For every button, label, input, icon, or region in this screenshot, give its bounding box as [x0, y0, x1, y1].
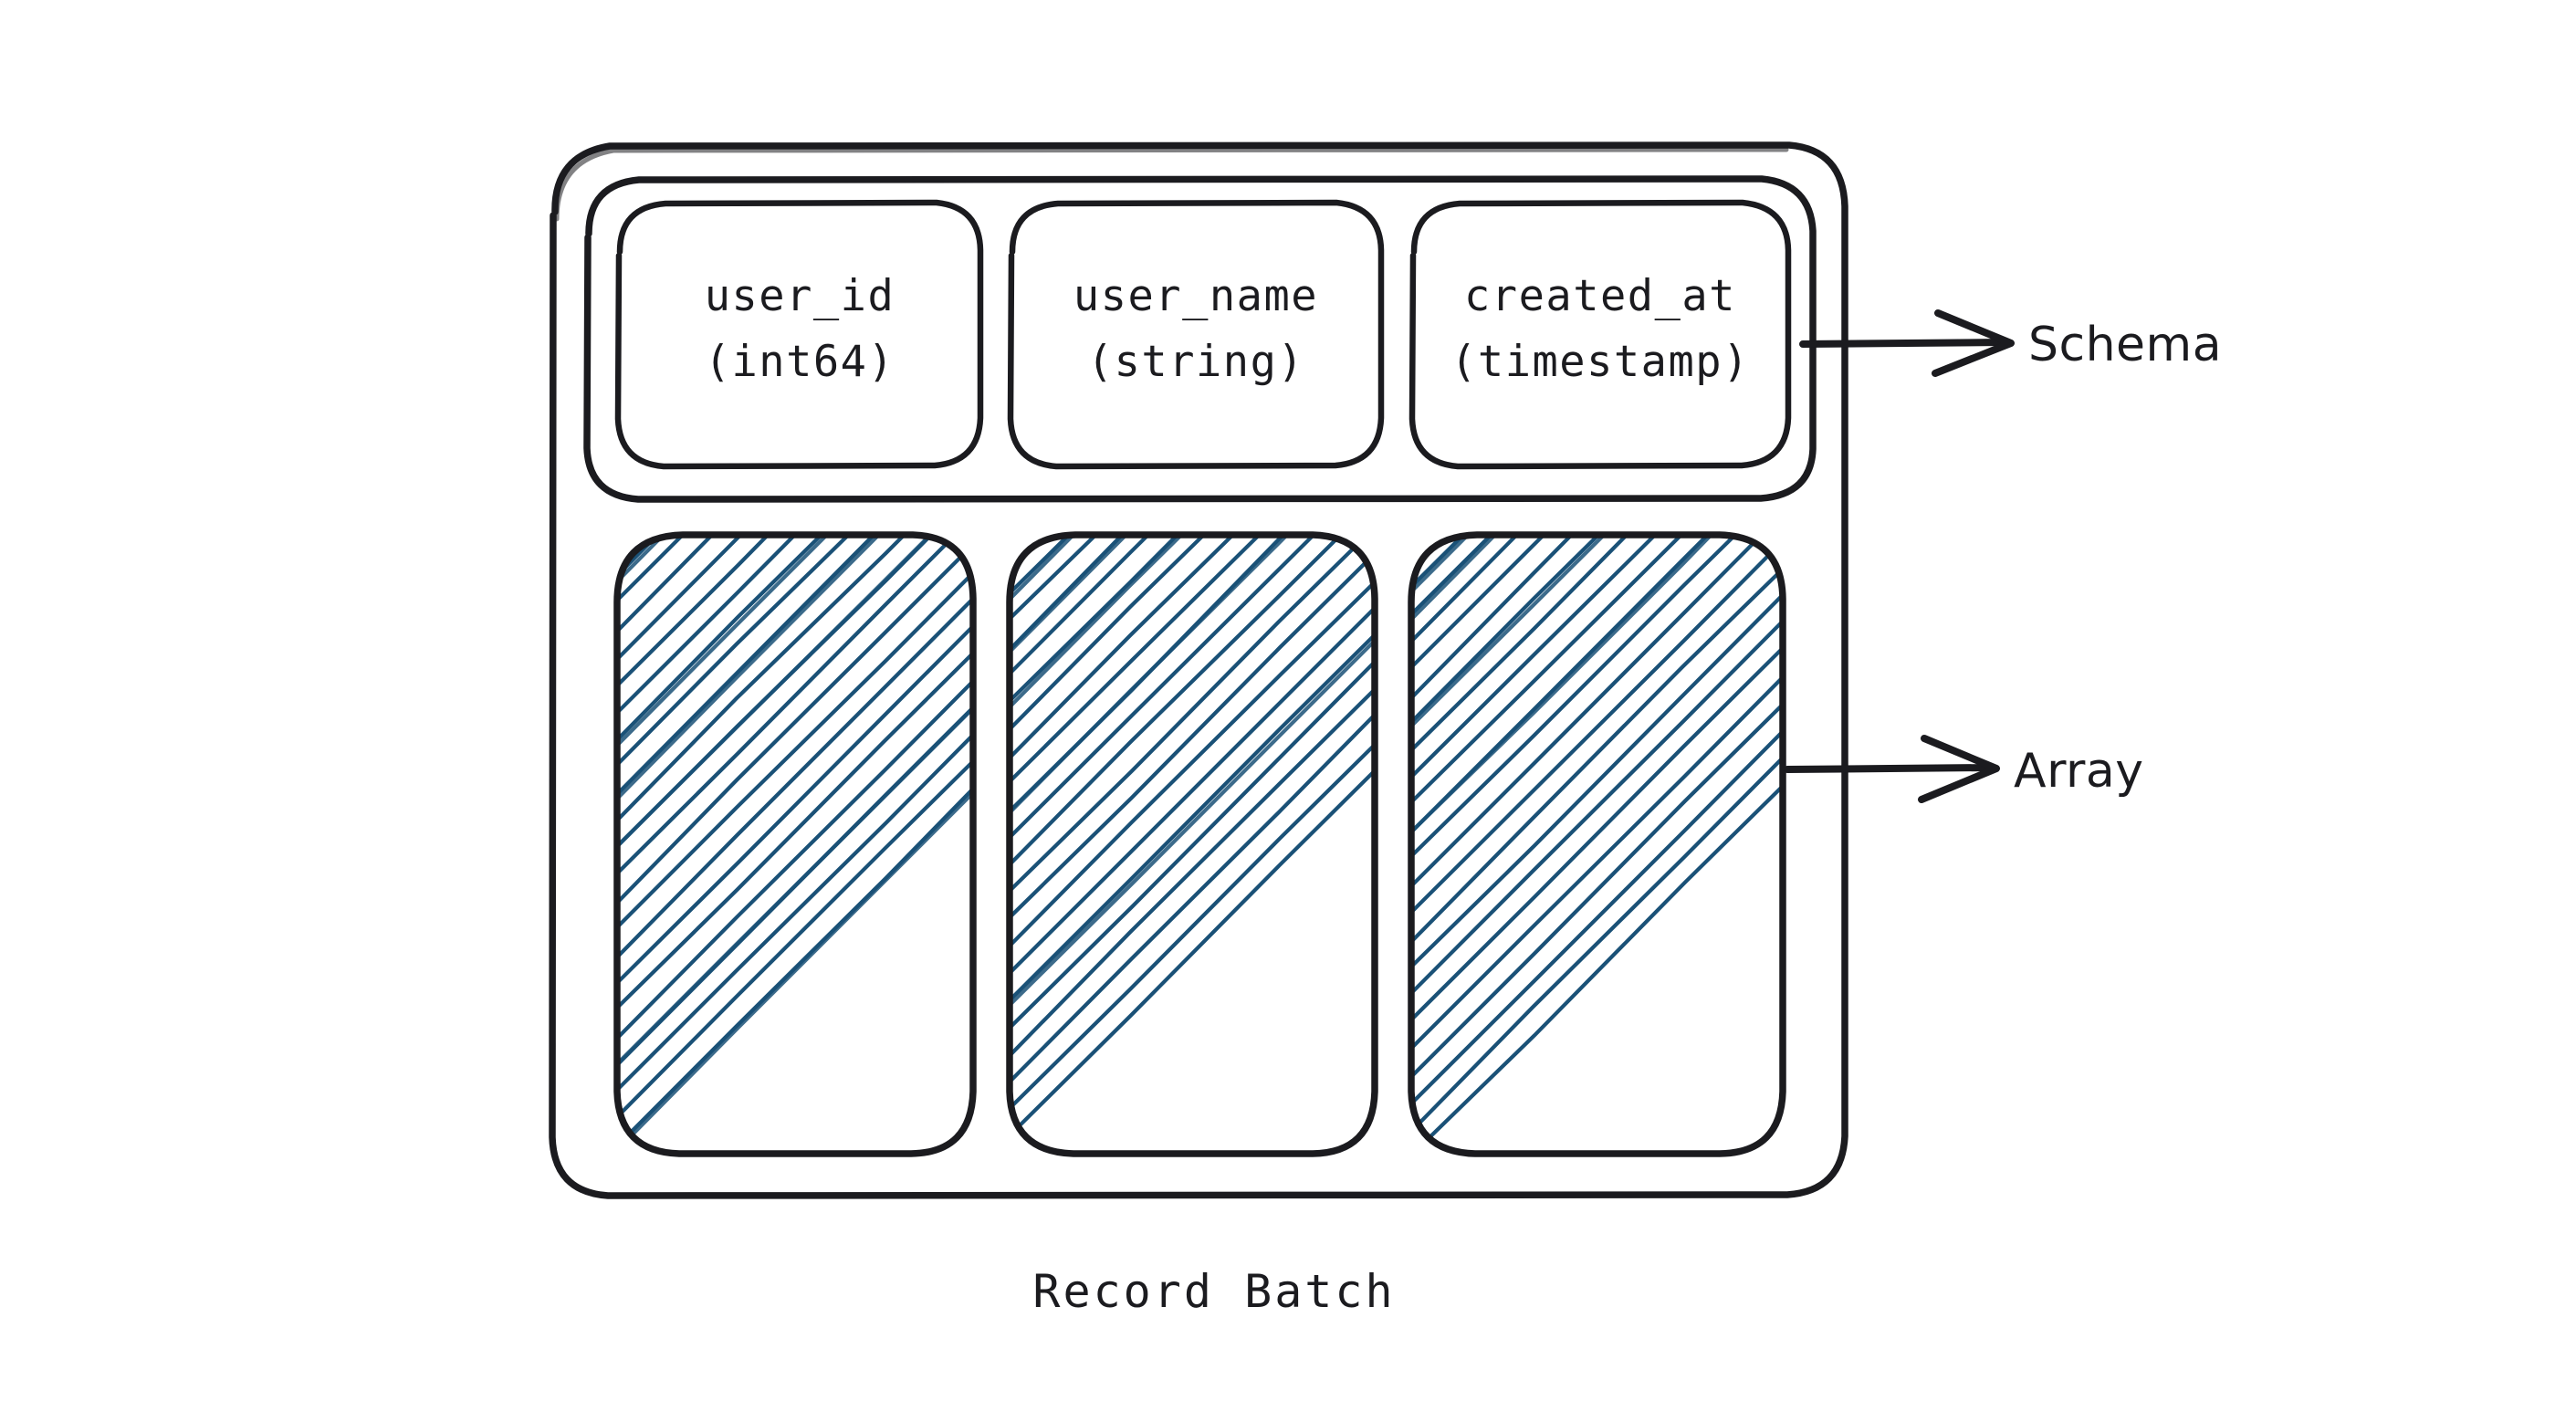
array-column-1[interactable] [980, 0, 2028, 1164]
schema-field-type-1: (string) [1087, 337, 1304, 387]
callout-label-schema: Schema [2028, 318, 2222, 372]
schema-field-name-1: user_name [1073, 271, 1318, 321]
callout-arrow-array [1787, 738, 1996, 800]
schema-field-box-1[interactable] [1011, 203, 1381, 466]
schema-field-type-0: (int64) [705, 337, 895, 387]
schema-field-boxes [618, 203, 1788, 466]
schema-field-box-0[interactable] [618, 203, 980, 466]
schema-field-name-2: created_at [1464, 271, 1736, 321]
schema-field-box-2[interactable] [1412, 203, 1788, 466]
diagram-caption: Record Batch [1032, 1265, 1395, 1318]
callout-label-array: Array [2014, 744, 2144, 799]
array-hatch-fill-1 [980, 0, 2028, 1164]
schema-field-name-0: user_id [705, 271, 895, 321]
schema-field-labels: user_id (int64) user_name (string) creat… [705, 271, 1750, 387]
callout-arrow-schema [1803, 313, 2011, 373]
schema-field-type-2: (timestamp) [1450, 337, 1750, 387]
